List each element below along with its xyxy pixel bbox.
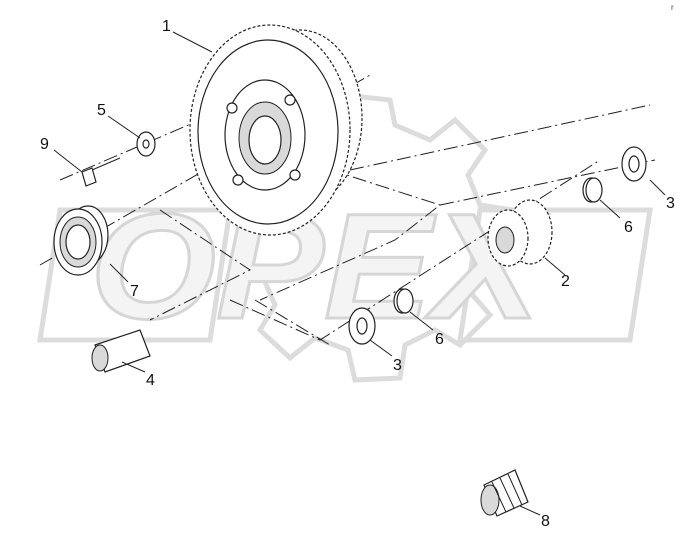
callout-4: 4 xyxy=(146,372,155,389)
callout-9: 9 xyxy=(40,136,49,153)
callout-8: 8 xyxy=(541,513,550,530)
callout-2: 2 xyxy=(561,273,570,290)
callouts: 1 2 3 3 4 5 6 6 7 8 9 xyxy=(40,18,675,530)
leader-lines xyxy=(53,31,666,516)
pinion-gear xyxy=(487,199,553,267)
callout-7: 7 xyxy=(130,283,139,300)
snap-ring-right-shape xyxy=(582,177,603,203)
needle-bearing-shape xyxy=(480,469,529,517)
callout-5: 5 xyxy=(97,102,106,119)
washer-lower-shape xyxy=(348,307,376,345)
screw-shape xyxy=(81,157,121,187)
callout-6-right: 6 xyxy=(624,219,633,236)
callout-3-lower: 3 xyxy=(393,357,402,374)
washer-right-shape xyxy=(621,146,647,182)
callout-6-lower: 6 xyxy=(435,331,444,348)
snap-ring-lower-shape xyxy=(393,288,414,314)
callout-3-right: 3 xyxy=(666,195,675,212)
bearing-shape xyxy=(53,205,109,276)
shaft-shape xyxy=(91,329,151,373)
small-washer-shape xyxy=(136,131,156,157)
callout-1: 1 xyxy=(162,18,171,35)
corner-mark: r xyxy=(671,3,674,12)
large-gear xyxy=(189,24,363,236)
